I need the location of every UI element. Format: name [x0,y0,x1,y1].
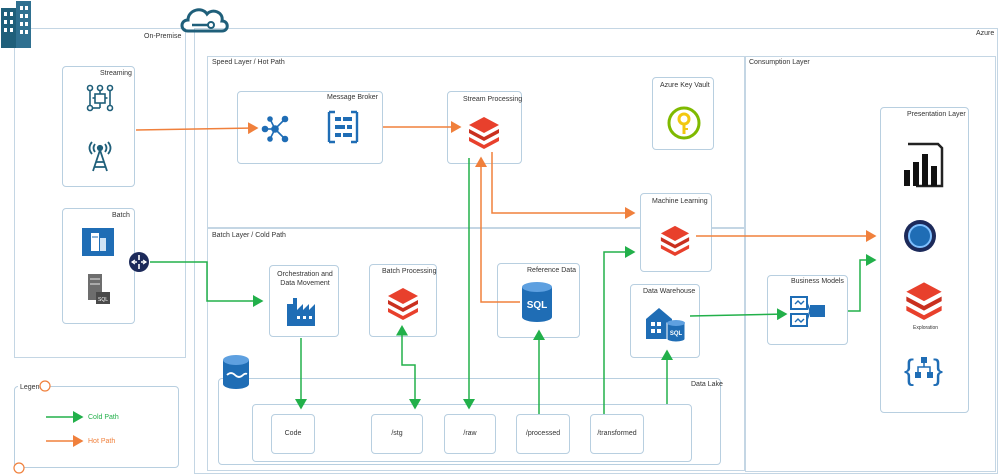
iot-circuit-icon [86,84,114,112]
databricks-icon [469,117,499,149]
event-grid-icon [261,115,289,143]
hot-refdata-to-stream [475,156,520,303]
message-broker-box [237,91,383,164]
cold-warehouse-to-models [689,308,788,321]
consumption-layer-label: Consumption Layer [749,59,810,66]
speed-layer-region [207,56,745,228]
lake-folder-code[interactable]: Code [271,414,315,454]
machine-learning-label: Machine Learning [652,198,708,205]
analysis-services-icon [790,296,825,327]
logic-app-icon: { } [904,354,943,386]
data-lake-label: Data Lake [691,381,723,388]
svg-text:SQL: SQL [670,331,683,337]
cold-batch-to-orchestration [150,261,264,307]
azure-label: Azure [976,30,995,37]
antenna-tower-icon [88,141,112,172]
sql-server-icon: SQL [88,274,110,304]
hot-streaming-to-broker [135,122,259,135]
hot-stream-to-ml [491,152,636,219]
sql-warehouse-icon: SQL [646,308,686,343]
cold-batchproc-stg [396,325,421,410]
gateway-icon [129,252,149,272]
event-hubs-icon [327,110,359,144]
cortana-circle-icon [904,220,936,252]
exploration-databricks-icon [906,282,942,320]
on-premise-label: On-Premise [144,33,182,40]
sql-database-icon: SQL [522,282,552,322]
svg-text:}: } [933,354,943,386]
building-icon [1,1,31,48]
svg-text:{: { [904,354,914,386]
azure-region [194,28,998,474]
lake-folder-stg[interactable]: /stg [371,414,423,454]
legend-cold-label: Cold Path [88,414,119,421]
key-vault-icon [667,106,701,140]
legend-bottom-circle [13,462,25,474]
lake-folder-processed[interactable]: /processed [516,414,570,454]
legend-label: Legend [18,384,46,391]
batch-label: Batch [112,212,130,219]
batch-processing-label: Batch Processing [382,268,437,275]
batch-layer-label: Batch Layer / Cold Path [212,232,286,239]
power-bi-icon [904,142,944,188]
cold-transformed-to-ml [603,246,636,414]
exploration-label: Exploration [913,325,939,331]
server-storage-icon [82,228,114,256]
lake-folder-transformed[interactable]: /transformed [590,414,644,454]
key-vault-label: Azure Key Vault [660,82,710,89]
reference-data-box [497,263,580,338]
consumption-layer-region [745,56,996,472]
data-lake-icon [223,355,249,389]
data-factory-icon [287,298,315,326]
legend-hot-label: Hot Path [88,438,116,445]
streaming-label: Streaming [100,70,132,77]
reference-data-label: Reference Data [527,267,577,274]
cloud-icon [180,8,229,33]
svg-text:SQL: SQL [98,297,108,303]
batch-box [62,208,135,324]
svg-text:SQL: SQL [527,300,548,311]
speed-layer-label: Speed Layer / Hot Path [212,59,285,66]
ml-databricks-icon [660,225,690,256]
business-models-label: Business Models [791,278,844,285]
presentation-layer-label: Presentation Layer [907,111,966,118]
message-broker-label: Message Broker [327,94,378,101]
batch-layer-region [207,228,745,471]
orchestration-label: Orchestration and Data Movement [277,271,333,287]
data-warehouse-label: Data Warehouse [643,288,696,295]
lake-folder-raw[interactable]: /raw [444,414,496,454]
stream-processing-label: Stream Processing [463,96,523,103]
batch-databricks-icon [388,288,418,320]
on-premise-region [14,28,186,358]
cold-models-to-presentation [848,254,877,312]
legend-box [14,386,179,468]
legend-top-circle [39,380,51,392]
